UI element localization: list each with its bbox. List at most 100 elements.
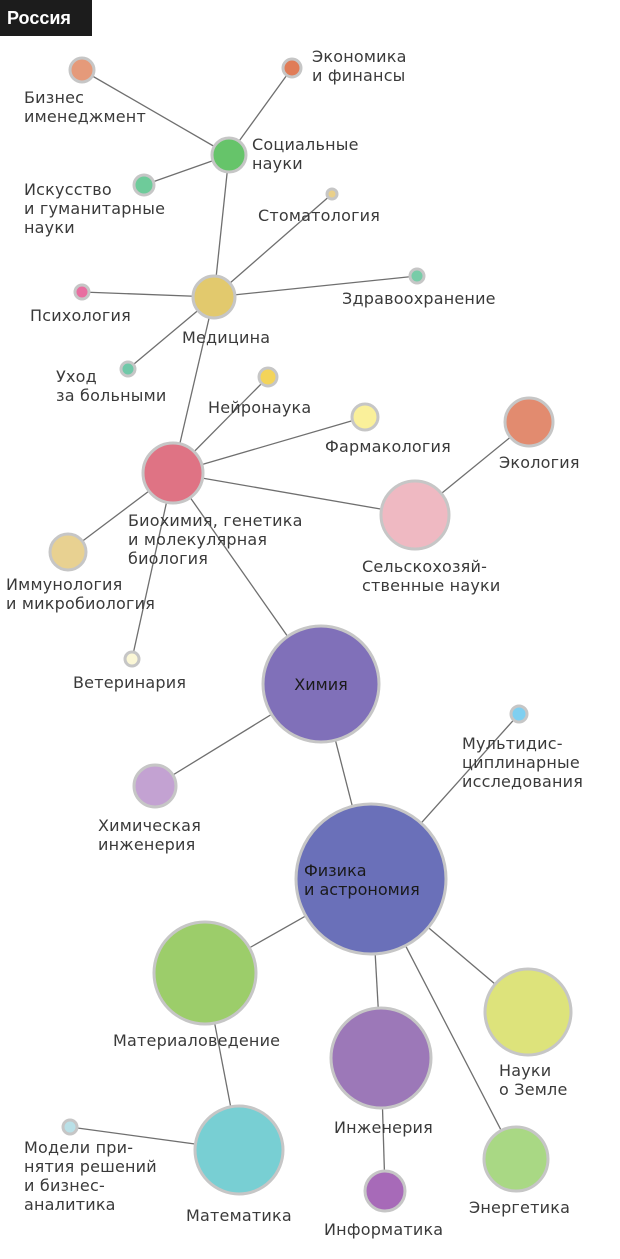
label-chemistry: Химия xyxy=(294,675,347,694)
label-line: за больными xyxy=(56,386,166,405)
node-multi xyxy=(509,704,529,724)
label-line: науки xyxy=(24,218,75,237)
label-line: Мультидис- xyxy=(462,734,563,753)
node-immuno xyxy=(48,532,88,572)
label-line: Медицина xyxy=(182,328,270,347)
label-energy: Энергетика xyxy=(469,1198,570,1217)
label-line: Психология xyxy=(30,306,131,325)
label-line: Социальные xyxy=(252,135,359,154)
label-line: и астрономия xyxy=(304,880,420,899)
label-line: Биохимия, генетика xyxy=(128,511,303,530)
region-tag: Россия xyxy=(0,0,92,36)
label-math: Математика xyxy=(186,1206,292,1225)
label-line: инженерия xyxy=(98,835,195,854)
label-line: Материаловедение xyxy=(113,1031,280,1050)
label-line: Нейронаука xyxy=(208,398,311,417)
label-line: Науки xyxy=(499,1061,551,1080)
node-chemistry xyxy=(261,624,381,744)
label-psychology: Психология xyxy=(30,306,131,325)
label-medicine: Медицина xyxy=(182,328,270,347)
label-ecology: Экология xyxy=(499,453,580,472)
label-vet: Ветеринария xyxy=(73,673,186,692)
label-line: аналитика xyxy=(24,1195,116,1214)
label-line: Модели при- xyxy=(24,1138,133,1157)
label-line: Сельскохозяй- xyxy=(362,557,487,576)
label-health: Здравоохранение xyxy=(342,289,496,308)
label-line: именеджмент xyxy=(24,107,146,126)
node-informatics xyxy=(363,1169,407,1213)
label-line: Физика xyxy=(304,861,367,880)
node-dentistry xyxy=(325,187,339,201)
label-line: Экология xyxy=(499,453,580,472)
node-vet xyxy=(123,650,141,668)
label-line: Ветеринария xyxy=(73,673,186,692)
label-line: о Земле xyxy=(499,1080,568,1099)
label-line: науки xyxy=(252,154,303,173)
region-title: Россия xyxy=(7,8,71,28)
label-line: Математика xyxy=(186,1206,292,1225)
node-agri xyxy=(379,479,451,551)
label-line: Инженерия xyxy=(334,1118,433,1137)
label-engineering: Инженерия xyxy=(334,1118,433,1137)
label-line: исследования xyxy=(462,772,583,791)
node-business xyxy=(68,56,96,84)
node-psychology xyxy=(73,283,91,301)
edge-dentistry-medicine xyxy=(213,193,333,298)
edge-vet-biochem xyxy=(131,472,174,660)
label-informatics: Информатика xyxy=(324,1220,443,1239)
node-physics xyxy=(294,802,448,956)
node-biochem xyxy=(141,441,205,505)
label-line: циплинарные xyxy=(462,753,580,772)
node-nursing xyxy=(119,360,137,378)
label-agri: Сельскохозяй-ственные науки xyxy=(362,557,500,595)
node-energy xyxy=(482,1125,550,1193)
label-line: и гуманитарные xyxy=(24,199,165,218)
node-ecology xyxy=(503,396,555,448)
edge-business-social xyxy=(81,69,230,156)
label-line: и финансы xyxy=(312,66,406,85)
label-line: Информатика xyxy=(324,1220,443,1239)
node-medicine xyxy=(191,274,237,320)
node-decision xyxy=(61,1118,79,1136)
label-materials: Материаловедение xyxy=(113,1031,280,1050)
label-neuro: Нейронаука xyxy=(208,398,311,417)
node-chemeng xyxy=(132,763,178,809)
label-line: нятия решений xyxy=(24,1157,157,1176)
label-line: Экономика xyxy=(312,47,407,66)
node-math xyxy=(193,1104,285,1196)
node-health xyxy=(408,267,426,285)
node-economics xyxy=(281,57,303,79)
label-line: Фармакология xyxy=(325,437,451,456)
edge-pharma-biochem xyxy=(172,416,366,474)
label-line: Здравоохранение xyxy=(342,289,496,308)
node-social xyxy=(210,136,248,174)
label-line: Энергетика xyxy=(469,1198,570,1217)
edge-social-medicine xyxy=(213,154,230,298)
node-materials xyxy=(152,920,258,1026)
node-pharma xyxy=(350,402,380,432)
label-line: и микробиология xyxy=(6,594,155,613)
label-line: и бизнес- xyxy=(24,1176,105,1195)
label-line: Искусство xyxy=(24,180,112,199)
edge-agri-biochem xyxy=(172,472,416,516)
label-pharma: Фармакология xyxy=(325,437,451,456)
label-line: Химическая xyxy=(98,816,201,835)
node-neuro xyxy=(257,366,279,388)
label-line: Иммунология xyxy=(6,575,122,594)
node-earth xyxy=(483,967,573,1057)
label-line: Уход xyxy=(56,367,97,386)
node-engineering xyxy=(329,1006,433,1110)
label-dentistry: Стоматология xyxy=(258,206,380,225)
